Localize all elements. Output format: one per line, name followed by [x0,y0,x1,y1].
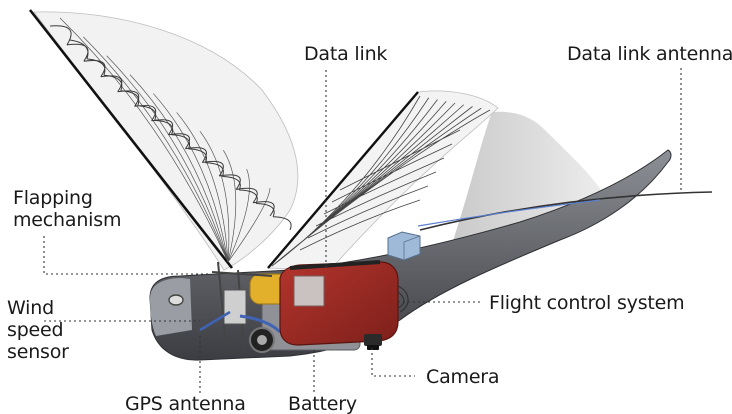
label-battery: Battery [288,393,357,414]
leader-camera [371,348,415,377]
leader-lines [43,68,682,394]
nose-cap [150,278,192,336]
left-wing [28,9,299,271]
label-gps-antenna: GPS antenna [125,393,246,414]
label-wind-speed-sensor: Wind speed sensor [7,297,69,363]
eye [168,294,184,306]
label-data-link-antenna: Data link antenna [567,43,732,65]
antenna-blue-wire [417,199,601,227]
flight-control-box [279,260,399,346]
label-data-link: Data link [304,43,388,65]
label-flight-control-system: Flight control system [489,292,685,314]
flapping-mechanism [199,261,289,353]
camera-unit [364,334,382,350]
label-flapping-mechanism: Flapping mechanism [13,187,122,231]
leader-flapping-mechanism [43,236,208,275]
label-camera: Camera [426,366,500,388]
internal-wires [397,285,409,313]
antenna-wire [419,191,713,231]
